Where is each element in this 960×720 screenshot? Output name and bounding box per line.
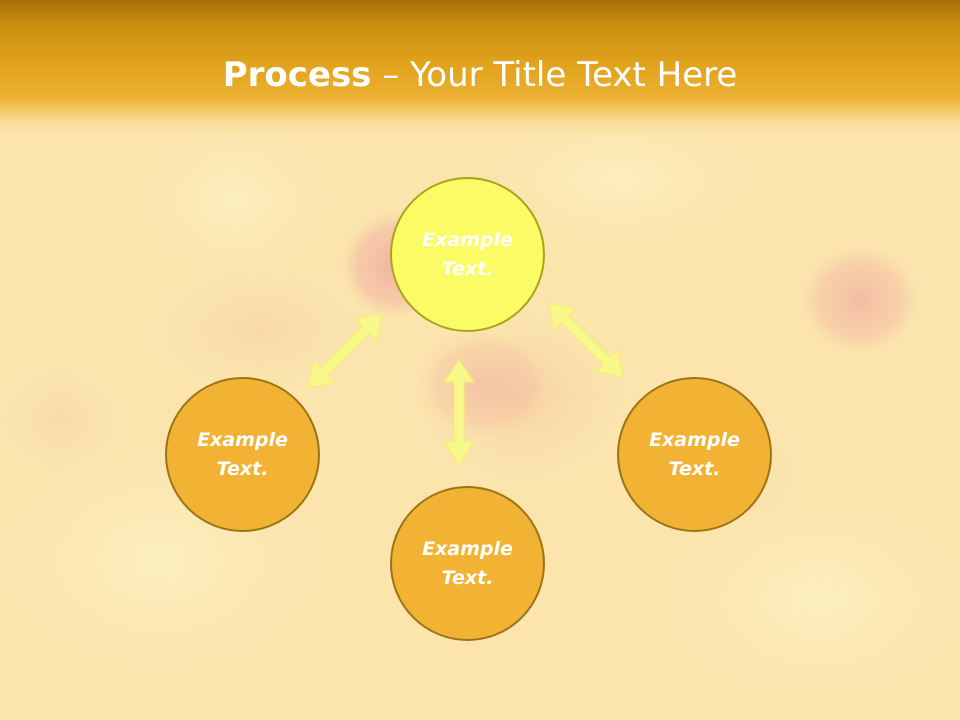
center-node[interactable]: Example Text.: [390, 177, 545, 332]
header-band: [0, 0, 960, 135]
left-node[interactable]: Example Text.: [165, 377, 320, 532]
title-bold: Process: [222, 55, 372, 95]
bottom-node-label: Example Text.: [422, 537, 513, 589]
bottom-node[interactable]: Example Text.: [390, 486, 545, 641]
left-node-label: Example Text.: [197, 428, 288, 480]
right-node[interactable]: Example Text.: [617, 377, 772, 532]
center-node-label: Example Text.: [422, 228, 513, 280]
title-rest: – Your Title Text Here: [371, 55, 738, 95]
right-node-label: Example Text.: [649, 428, 740, 480]
slide-title[interactable]: Process – Your Title Text Here: [0, 52, 960, 98]
